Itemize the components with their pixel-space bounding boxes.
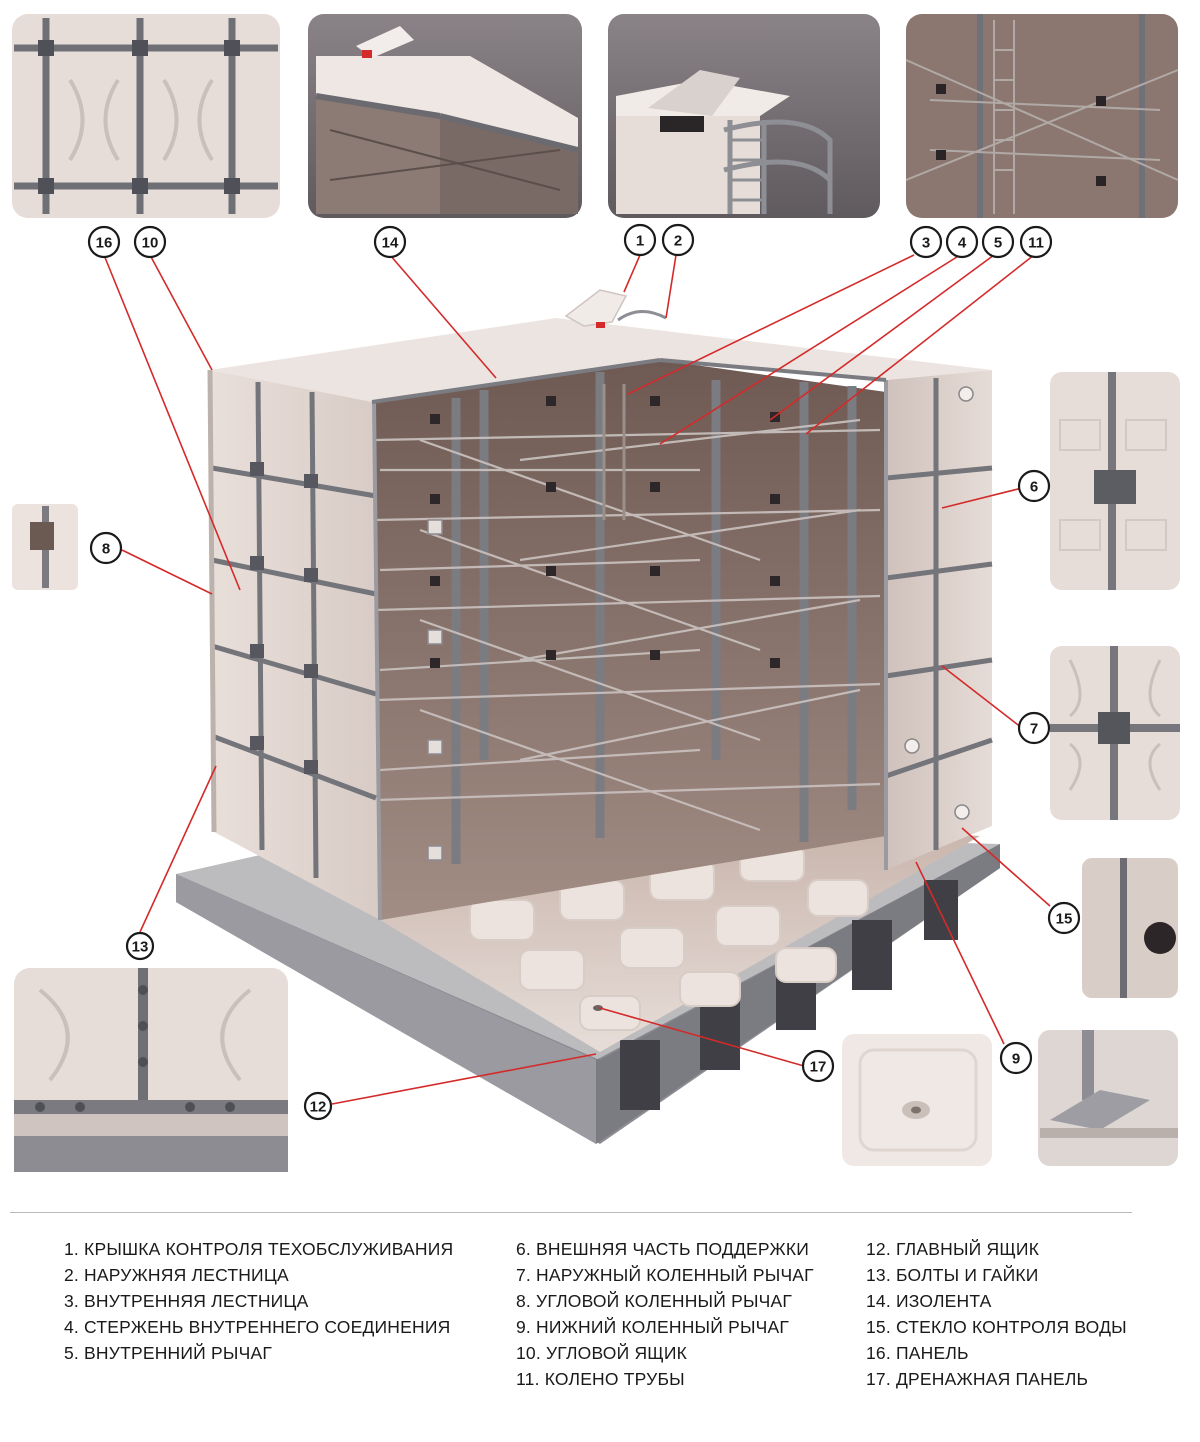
legend-item: 4. СТЕРЖЕНЬ ВНУТРЕННЕГО СОЕДИНЕНИЯ — [64, 1317, 451, 1337]
tank-right-wall — [884, 370, 993, 870]
svg-text:9: 9 — [1012, 1051, 1020, 1068]
callout-16: 16 — [87, 225, 121, 259]
legend-item: 16. ПАНЕЛЬ — [866, 1343, 969, 1363]
detail-photo-water-glass — [1082, 858, 1178, 998]
detail-photo-outer-support — [1050, 372, 1180, 590]
svg-text:10: 10 — [142, 235, 159, 252]
svg-text:13: 13 — [132, 939, 149, 956]
svg-text:15: 15 — [1056, 911, 1073, 928]
callout-17: 17 — [801, 1049, 835, 1083]
callout-13: 13 — [125, 931, 155, 961]
detail-photo-panels — [12, 14, 280, 218]
legend-item: 10. УГЛОВОЙ ЯЩИК — [516, 1343, 688, 1363]
callout-9: 9 — [999, 1041, 1033, 1075]
callout-6: 6 — [1017, 469, 1051, 503]
svg-text:7: 7 — [1030, 721, 1038, 738]
legend-item: 5. ВНУТРЕННИЙ РЫЧАГ — [64, 1343, 272, 1363]
detail-photo-outer-lever — [1050, 646, 1180, 820]
callout-12: 12 — [303, 1091, 333, 1121]
callout-4: 4 — [945, 225, 979, 259]
callout-5: 5 — [981, 225, 1015, 259]
callout-7: 7 — [1017, 711, 1051, 745]
detail-photo-interior — [905, 14, 1179, 218]
legend-item: 12. ГЛАВНЫЙ ЯЩИК — [866, 1239, 1040, 1259]
callout-10: 10 — [133, 225, 167, 259]
svg-text:11: 11 — [1028, 235, 1044, 252]
callout-11: 11 — [1019, 225, 1053, 259]
callout-1: 1 — [623, 223, 657, 257]
callout-2: 2 — [661, 223, 695, 257]
legend-column-2: 6. ВНЕШНЯЯ ЧАСТЬ ПОДДЕРЖКИ 7. НАРУЖНЫЙ К… — [516, 1236, 814, 1392]
legend-item: 9. НИЖНИЙ КОЛЕННЫЙ РЫЧАГ — [516, 1317, 790, 1337]
svg-text:14: 14 — [382, 235, 399, 252]
legend-item: 7. НАРУЖНЫЙ КОЛЕННЫЙ РЫЧАГ — [516, 1265, 814, 1285]
detail-photo-bolts — [14, 968, 288, 1172]
legend-column-3: 12. ГЛАВНЫЙ ЯЩИК 13. БОЛТЫ И ГАЙКИ 14. И… — [866, 1236, 1127, 1392]
svg-text:3: 3 — [922, 235, 930, 252]
legend-separator — [10, 1212, 1132, 1213]
legend-item: 13. БОЛТЫ И ГАЙКИ — [866, 1265, 1039, 1285]
tank-interior — [372, 360, 886, 920]
detail-photo-bottom-lever — [1038, 1030, 1178, 1166]
svg-text:17: 17 — [810, 1059, 827, 1076]
legend-item: 14. ИЗОЛЕНТА — [866, 1291, 992, 1311]
leader-lines — [103, 254, 1051, 1105]
legend-item: 11. КОЛЕНО ТРУБЫ — [516, 1369, 685, 1389]
tank-roof — [210, 289, 992, 404]
svg-text:5: 5 — [994, 235, 1002, 252]
svg-text:6: 6 — [1030, 479, 1038, 496]
legend-item: 17. ДРЕНАЖНАЯ ПАНЕЛЬ — [866, 1369, 1089, 1389]
callout-3: 3 — [909, 225, 943, 259]
svg-text:16: 16 — [96, 235, 113, 252]
detail-photo-corner-lever — [12, 504, 78, 590]
svg-text:2: 2 — [674, 233, 682, 250]
tank-left-wall — [207, 369, 382, 921]
legend-column-1: 1. КРЫШКА КОНТРОЛЯ ТЕХОБСЛУЖИВАНИЯ 2. НА… — [64, 1236, 453, 1366]
legend-item: 2. НАРУЖНЯЯ ЛЕСТНИЦА — [64, 1265, 289, 1285]
svg-text:4: 4 — [958, 235, 967, 252]
detail-photo-lid — [308, 14, 582, 218]
legend-item: 15. СТЕКЛО КОНТРОЛЯ ВОДЫ — [866, 1317, 1127, 1337]
legend-item: 6. ВНЕШНЯЯ ЧАСТЬ ПОДДЕРЖКИ — [516, 1239, 810, 1259]
svg-text:8: 8 — [102, 541, 110, 558]
callout-14: 14 — [373, 225, 407, 259]
legend-item: 1. КРЫШКА КОНТРОЛЯ ТЕХОБСЛУЖИВАНИЯ — [64, 1239, 454, 1259]
svg-text:1: 1 — [636, 233, 644, 250]
callout-8: 8 — [89, 531, 123, 565]
legend-item: 3. ВНУТРЕННЯЯ ЛЕСТНИЦА — [64, 1291, 309, 1311]
detail-photo-drain — [842, 1034, 992, 1166]
tank-floor — [380, 830, 980, 1052]
callout-15: 15 — [1047, 901, 1081, 935]
svg-text:12: 12 — [310, 1099, 327, 1116]
detail-photo-ladder — [608, 14, 880, 218]
legend-item: 8. УГЛОВОЙ КОЛЕННЫЙ РЫЧАГ — [516, 1291, 793, 1311]
